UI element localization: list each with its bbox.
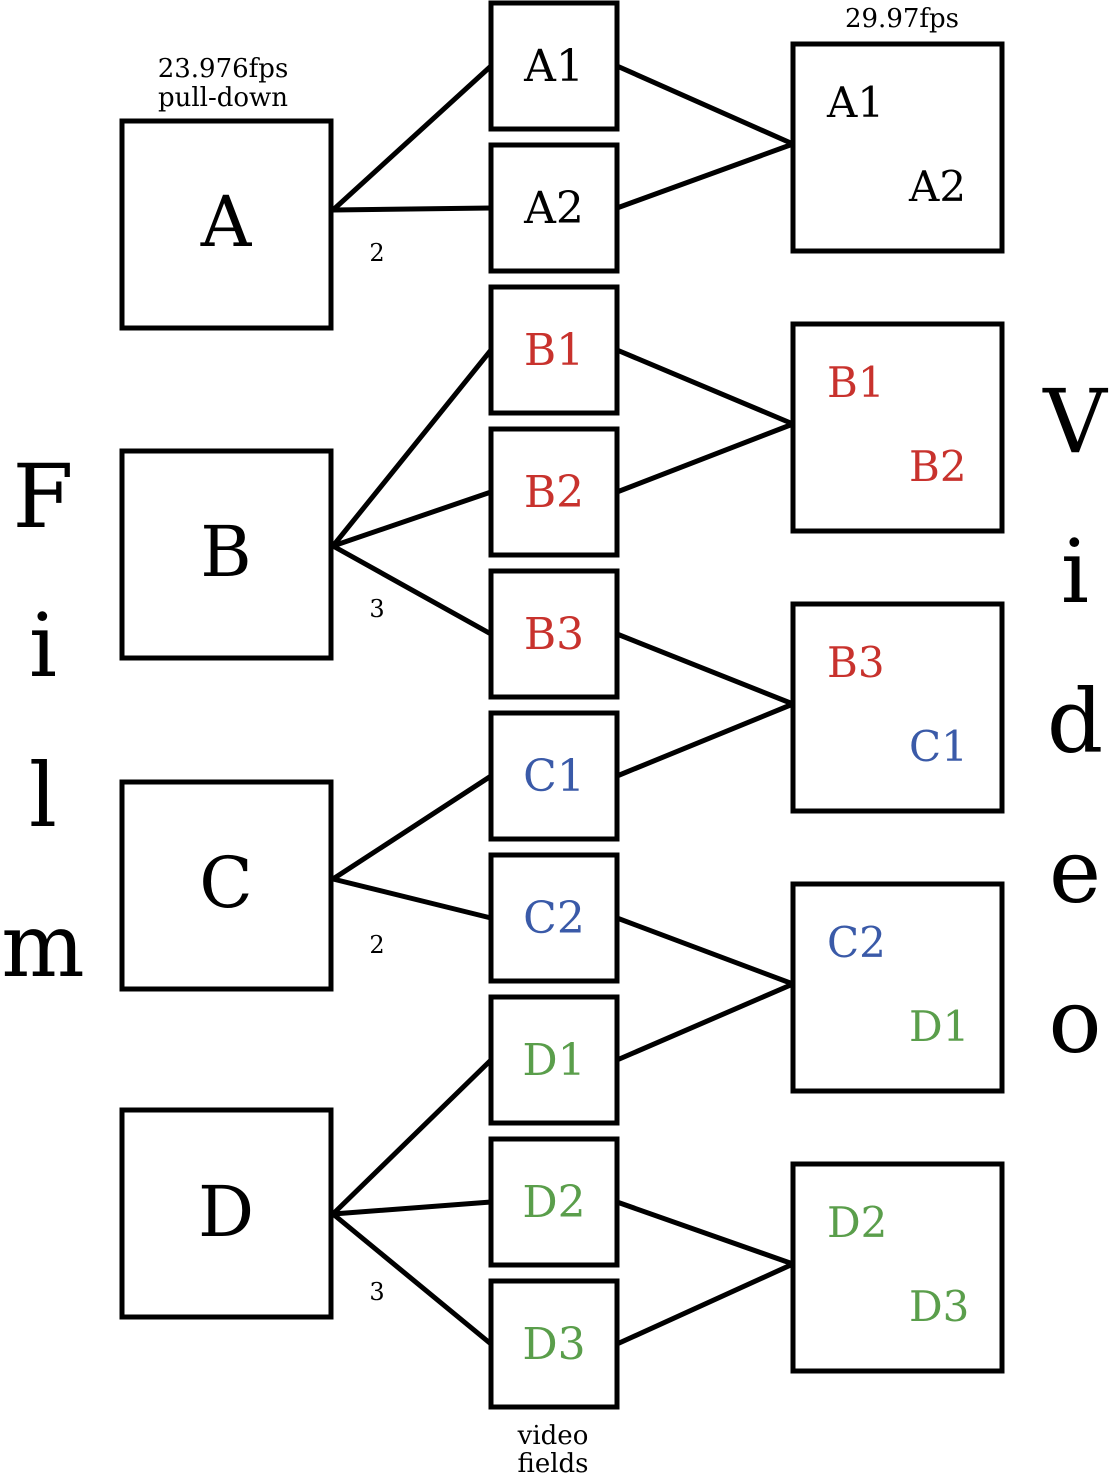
field-count: 3 — [369, 595, 384, 623]
film-to-field-link — [330, 63, 494, 213]
pulldown-caption: pull-down — [158, 83, 288, 113]
film-frames: A B C D — [119, 118, 334, 1320]
video-field-label: C1 — [523, 751, 585, 802]
film-frame: C — [119, 779, 334, 992]
video-frame-top-field: D2 — [827, 1198, 887, 1247]
video-field: D3 — [488, 1278, 620, 1410]
video-frame-bottom-field: C1 — [909, 722, 968, 771]
field-count: 2 — [369, 931, 384, 959]
video-field-label: C2 — [523, 893, 585, 944]
film-to-field-link — [330, 1211, 494, 1347]
film-to-field-link — [330, 1057, 494, 1217]
video-frame-top-field: C2 — [827, 918, 886, 967]
film-frame: A — [119, 118, 334, 331]
film-frame-label: C — [199, 842, 253, 924]
field-to-video-link — [614, 1199, 796, 1267]
video-side-letter: d — [1047, 670, 1103, 773]
film-frame: D — [119, 1107, 334, 1320]
video-field-label: D1 — [522, 1035, 585, 1086]
field-to-video-link — [614, 701, 796, 779]
video-field: D2 — [488, 1136, 620, 1268]
field-to-video-link — [614, 347, 796, 427]
video-field: A1 — [488, 0, 620, 132]
film-rate-caption: 23.976fps — [158, 54, 289, 84]
film-side-letter: m — [1, 894, 84, 997]
video-field-label: D2 — [522, 1177, 585, 1228]
film-to-field-link — [330, 543, 494, 637]
film-side-letter: F — [12, 445, 73, 548]
film-frame-label: A — [200, 181, 253, 263]
field-to-video-link — [614, 631, 796, 707]
film-frame-label: B — [200, 511, 251, 593]
film-to-field-link — [330, 773, 494, 882]
film-side-label: F i l m — [1, 445, 84, 997]
field-counts: 2 3 2 3 — [369, 239, 384, 1306]
video-field: B2 — [488, 426, 620, 558]
video-frame-bottom-field: D1 — [909, 1002, 969, 1051]
video-side-letter: o — [1049, 970, 1102, 1073]
film-to-field-link — [330, 489, 494, 549]
field-to-video-link — [614, 421, 796, 495]
video-field: C2 — [488, 852, 620, 984]
fields-caption: video — [517, 1421, 589, 1451]
video-field: A2 — [488, 142, 620, 274]
film-to-field-link — [330, 876, 494, 921]
field-to-video-link — [614, 141, 796, 211]
film-to-field-link — [330, 1199, 494, 1217]
video-field-label: B2 — [524, 467, 584, 518]
video-frame-bottom-field: D3 — [909, 1282, 969, 1331]
video-side-letter: e — [1049, 820, 1101, 923]
film-to-field-link — [330, 205, 494, 213]
video-side-letter: V — [1042, 370, 1108, 473]
connector-lines — [330, 63, 796, 1347]
captions: 23.976fps pull-down 29.97fps video field… — [158, 4, 959, 1479]
field-to-video-link — [614, 915, 796, 987]
video-side-letter: i — [1061, 520, 1089, 623]
field-to-video-link — [614, 63, 796, 147]
field-count: 3 — [369, 1278, 384, 1306]
video-frame-bottom-field: A2 — [908, 162, 966, 211]
video-frame-top-field: B1 — [827, 358, 885, 407]
video-frame-top-field: B3 — [827, 638, 885, 687]
film-side-letter: i — [29, 594, 57, 697]
video-field: C1 — [488, 710, 620, 842]
field-to-video-link — [614, 1261, 796, 1347]
video-field: B1 — [488, 284, 620, 416]
film-frame-label: D — [198, 1171, 254, 1253]
video-field: B3 — [488, 568, 620, 700]
fields-caption: fields — [517, 1449, 588, 1479]
field-count: 2 — [369, 239, 384, 267]
field-to-video-link — [614, 981, 796, 1063]
video-field-label: B1 — [524, 325, 584, 376]
video-frame-top-field: A1 — [826, 78, 884, 127]
film-frame: B — [119, 448, 334, 661]
film-to-field-link — [330, 347, 494, 549]
video-frame-bottom-field: B2 — [909, 442, 967, 491]
video-side-label: V i d e o — [1042, 370, 1108, 1073]
video-rate-caption: 29.97fps — [845, 4, 959, 34]
video-field-label: D3 — [522, 1319, 585, 1370]
video-field-label: A2 — [523, 183, 584, 234]
film-side-letter: l — [29, 744, 57, 847]
video-field-label: A1 — [523, 41, 584, 92]
video-field: D1 — [488, 994, 620, 1126]
video-field-label: B3 — [524, 609, 584, 660]
